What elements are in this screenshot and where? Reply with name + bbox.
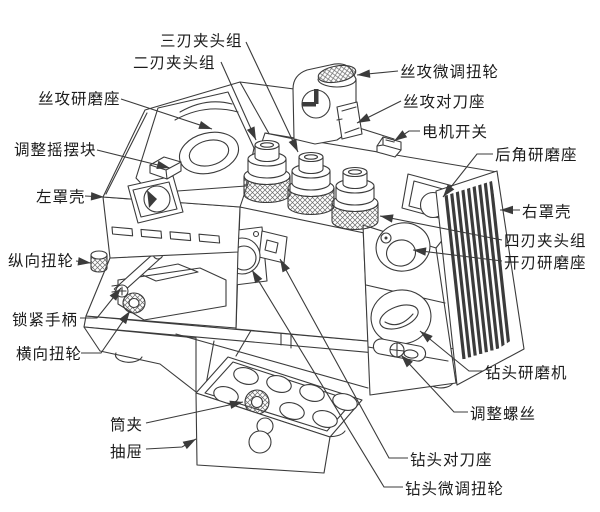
label-edge-grinding-seat: 开刃研磨座: [504, 254, 587, 272]
arrowhead-tap-fine-adjust-wheel: [357, 69, 371, 78]
arrowhead-tap-grinding-seat: [198, 120, 212, 129]
arrowhead-longitudinal-wheel: [77, 257, 91, 266]
arrowhead-cross-wheel: [119, 311, 130, 325]
label-collet: 筒夹: [110, 416, 143, 434]
label-tap-alignment-seat: 丝攻对刀座: [403, 93, 486, 111]
arrowhead-drawer: [182, 439, 196, 450]
tap-fine-adjust-wheel-art: [317, 64, 357, 88]
carriage-art: [85, 249, 239, 329]
tap-grinding-seat-art: [178, 131, 240, 175]
vent-slats: [444, 181, 511, 360]
leader-cross-wheel: [81, 310, 131, 354]
leader-edge-grinding-seat: [412, 249, 503, 262]
motor-switch-art: [376, 136, 402, 158]
label-relief-angle-grinding-seat: 后角研磨座: [495, 146, 578, 164]
arrowhead-adjusting-swing-block: [156, 160, 170, 169]
label-tap-grinding-seat: 丝攻研磨座: [38, 90, 121, 108]
leader-four-flute-chuck-group: [379, 215, 503, 241]
head-unit-art: [239, 63, 395, 145]
leader-relief-angle-grinding-seat: [442, 153, 493, 198]
chuck-three-flute: [287, 151, 335, 216]
leader-three-flute-chuck-group: [245, 41, 299, 153]
drawer-handle: [248, 417, 274, 454]
edge-grinding-seat-art: [375, 222, 431, 272]
machine-illustration: [83, 63, 525, 474]
arrowhead-collet: [229, 400, 243, 409]
right-column-art: [362, 222, 457, 396]
leader-drill-alignment-seat: [279, 258, 408, 459]
arrowhead-drill-grinder: [420, 331, 433, 343]
arrowhead-four-flute-chuck-group: [380, 214, 394, 223]
label-cross-wheel: 横向扭轮: [16, 345, 82, 363]
arrowhead-relief-angle-grinding-seat: [443, 184, 455, 197]
label-drill-alignment-seat: 钻头对刀座: [410, 451, 493, 469]
longitudinal-wheel-art: [90, 250, 108, 273]
label-tap-fine-adjust-wheel: 丝攻微调扭轮: [400, 63, 499, 81]
arrowhead-drill-alignment-seat: [280, 259, 290, 273]
arrowhead-edge-grinding-seat: [413, 247, 427, 256]
arrowhead-right-housing: [500, 205, 513, 215]
label-three-flute-chuck-group: 三刃夹头组: [160, 32, 243, 50]
label-right-housing: 右罩壳: [522, 203, 572, 221]
cross-wheel-art: [122, 292, 146, 314]
leader-drill-fine-adjust-wheel: [251, 269, 403, 488]
arrowhead-two-flute-chuck-group: [246, 126, 256, 140]
arrowhead-adjusting-screw: [401, 355, 413, 368]
adjusting-screw-art: [372, 338, 427, 362]
leader-adjusting-screw: [400, 354, 468, 413]
arrowhead-left-housing: [90, 192, 104, 201]
label-two-flute-chuck-group: 二刃夹头组: [133, 54, 216, 72]
label-adjusting-swing-block: 调整摇摆块: [14, 141, 97, 159]
tap-alignment-seat-art: [336, 101, 363, 140]
leader-collet: [145, 401, 244, 424]
arrowhead-tap-alignment-seat: [357, 113, 371, 123]
arrowhead-drill-fine-adjust-wheel: [252, 270, 263, 284]
chuck-two-flute: [243, 139, 291, 204]
label-four-flute-chuck-group: 四刃夹头组: [504, 232, 587, 250]
label-left-housing: 左罩壳: [36, 188, 86, 206]
left-square-port-art: [127, 175, 184, 224]
label-drill-grinder: 钻头研磨机: [485, 364, 568, 382]
arrowhead-locking-handle: [109, 288, 121, 301]
leader-tap-grinding-seat: [120, 98, 213, 130]
chuck-four-flute: [331, 166, 379, 231]
label-longitudinal-wheel: 纵向扭轮: [8, 252, 74, 270]
drill-grinder-port-art: [370, 289, 432, 345]
right-housing-art: [435, 170, 525, 386]
arrowhead-motor-switch: [394, 130, 408, 141]
label-drill-fine-adjust-wheel: 钻头微调扭轮: [405, 480, 504, 498]
leader-drill-grinder: [419, 330, 483, 372]
drawer-art: [195, 356, 363, 474]
arrowhead-three-flute-chuck-group: [288, 138, 298, 152]
label-drawer: 抽屉: [110, 443, 143, 461]
label-motor-switch: 电机开关: [422, 123, 488, 141]
label-locking-handle: 锁紧手柄: [12, 311, 78, 329]
leader-two-flute-chuck-group: [220, 61, 257, 141]
label-adjusting-screw: 调整螺丝: [470, 405, 536, 423]
